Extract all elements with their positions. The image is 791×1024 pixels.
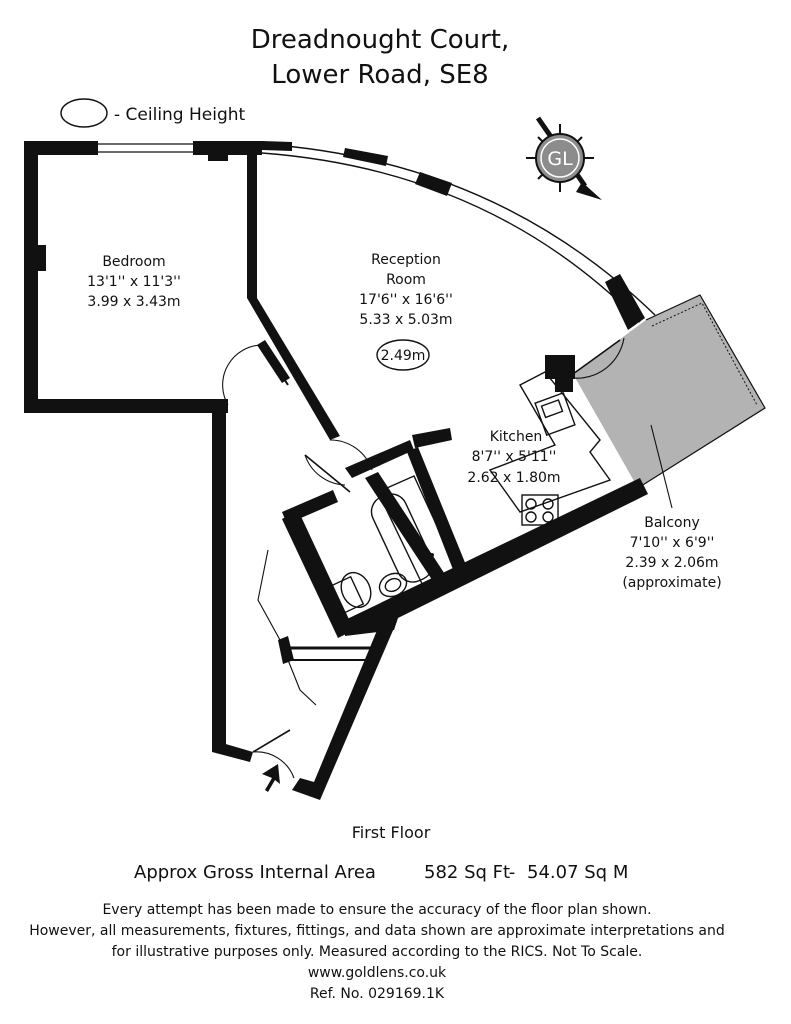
bedroom-label: Bedroom 13'1'' x 11'3'' 3.99 x 3.43m [87,254,181,310]
disclaimer-line-3: for illustrative purposes only. Measured… [112,944,643,960]
kitchen-metric: 2.62 x 1.80m [467,470,560,486]
area-label: Approx Gross Internal Area [134,862,376,883]
cupboard-door-swing [257,549,281,641]
title-line-1: Dreadnought Court, [251,25,510,55]
kitchen-name: Kitchen [490,429,543,445]
doors [222,337,625,779]
hob-icon [521,494,559,526]
compass-initials: GL [547,148,573,170]
walls [24,141,648,800]
reference-number: Ref. No. 029169.1K [310,986,445,1002]
compass-arrow-head-icon [576,182,602,200]
kitchen-label: Kitchen 8'7'' x 5'11'' 2.62 x 1.80m [467,429,560,486]
title-line-2: Lower Road, SE8 [271,60,488,90]
kitchen-imperial: 8'7'' x 5'11'' [472,449,557,465]
ceiling-height-legend-label: - Ceiling Height [114,105,246,125]
disclaimer-line-2: However, all measurements, fixtures, fit… [29,923,725,939]
balcony-label: Balcony 7'10'' x 6'9'' 2.39 x 2.06m (app… [622,424,722,591]
toilet-icon [329,571,372,615]
plan-title: Dreadnought Court, Lower Road, SE8 [251,25,510,90]
entrance-arrow-icon [262,764,280,792]
balcony-railing [637,294,766,489]
balcony-area [573,295,765,488]
kitchen-sink-icon [534,391,576,437]
entrance-door-swing [252,751,295,779]
bedroom-imperial: 13'1'' x 11'3'' [87,274,181,290]
reception-ceiling-height-ellipse [376,339,430,371]
reception-curved-window-inner [261,152,641,323]
balcony-note: (approximate) [622,575,721,591]
balcony-leader-line [650,424,673,509]
website-link[interactable]: www.goldlens.co.uk [308,965,447,981]
bedroom-metric: 3.99 x 3.43m [87,294,180,310]
reception-curved-window [261,143,656,316]
area-sq-ft: 582 Sq Ft [424,862,510,883]
area-sq-m: 54.07 Sq M [527,862,628,883]
reception-metric: 5.33 x 5.03m [359,312,452,328]
ceiling-height-legend: - Ceiling Height [60,98,246,128]
reception-ceiling-height: 2.49m [381,348,426,364]
reception-door-swing [329,439,373,471]
ceiling-height-ellipse-icon [60,98,108,128]
disclaimer-line-1: Every attempt has been made to ensure th… [102,902,651,918]
gross-internal-area: Approx Gross Internal Area 582 Sq Ft - 5… [134,862,628,883]
balcony-door-swing [571,337,625,379]
compass: GL [526,116,602,200]
reception-label: Reception Room 17'6'' x 16'6'' 5.33 x 5.… [359,252,453,364]
compass-disc-icon [535,133,585,183]
bathtub-icon [370,475,461,593]
reception-name-line-1: Reception [371,252,441,268]
balcony-imperial: 7'10'' x 6'9'' [630,535,715,551]
bedroom-name: Bedroom [102,254,165,270]
balcony-metric: 2.39 x 2.06m [625,555,718,571]
disclaimer: Every attempt has been made to ensure th… [29,902,725,1002]
area-separator: - [509,862,516,883]
basin-icon [378,572,408,598]
floor-label: First Floor [352,823,431,842]
reception-name-line-2: Room [386,272,426,288]
bedroom-door-swing [222,344,263,406]
balcony-name: Balcony [644,515,700,531]
reception-imperial: 17'6'' x 16'6'' [359,292,453,308]
